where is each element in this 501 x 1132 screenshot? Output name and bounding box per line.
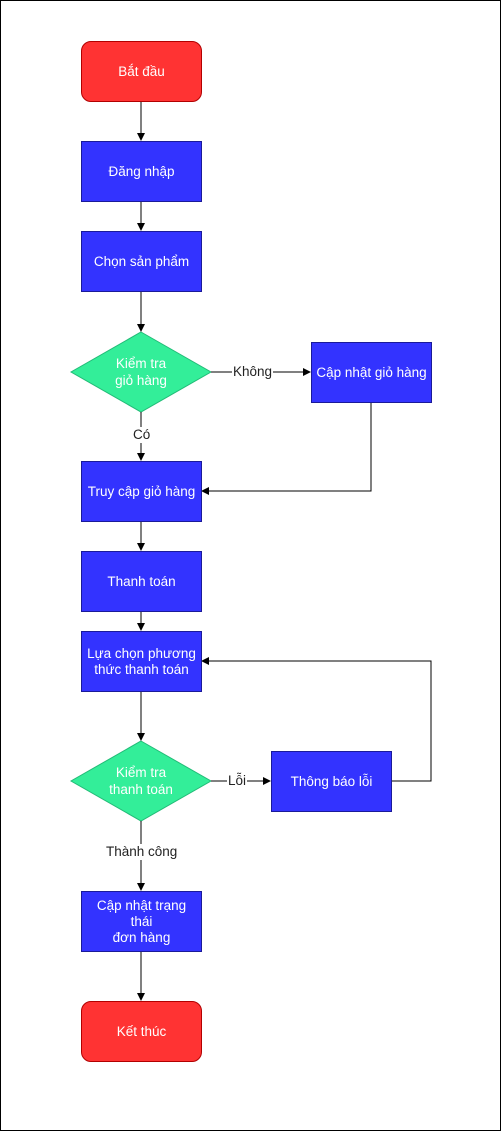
login-step: Đăng nhập [81,141,202,202]
connector-error-choose [201,657,432,782]
end-node: Kết thúc [81,1001,202,1062]
access-cart-step: Truy cập giỏ hàng [81,461,202,522]
update-cart-step: Cập nhật giỏ hàng [311,342,432,403]
error-notice-step: Thông báo lỗi [271,751,392,812]
edge-label-yes: Có [132,427,152,443]
start-node: Bắt đầu [81,41,202,102]
choose-payment-step: Lựa chọn phương thức thanh toán [81,631,202,692]
edge-label-error: Lỗi [227,773,248,789]
edge-label-no: Không [232,364,274,380]
select-product-step: Chọn sản phẩm [81,231,202,292]
check-cart-label: Kiểm tra giỏ hàng [115,356,167,388]
edge-label-success: Thành công [105,844,179,860]
connector-update-access [201,402,372,495]
check-payment-label: Kiểm tra thanh toán [109,765,173,797]
checkout-step: Thanh toán [81,551,202,612]
update-order-status-step: Cập nhật trạng thái đơn hàng [81,891,202,952]
